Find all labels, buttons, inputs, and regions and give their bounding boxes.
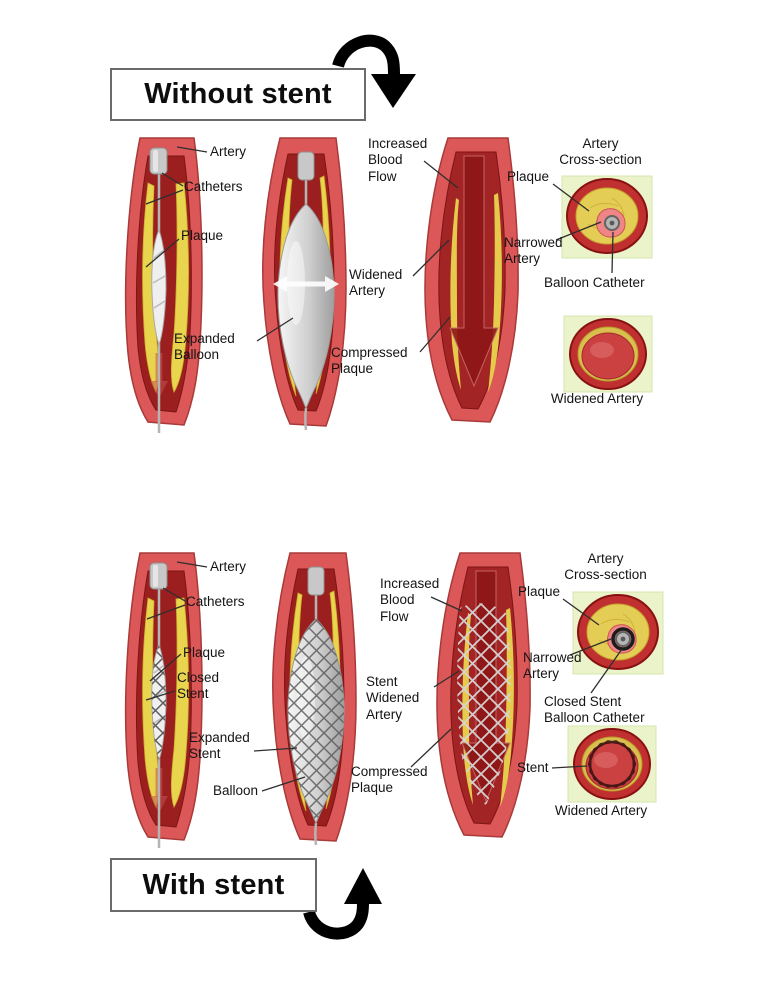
- label-artery: Artery: [210, 144, 247, 159]
- label-catheters: Catheters: [184, 179, 243, 194]
- without-stent-title: Without stent: [110, 68, 366, 121]
- label-catheters-2: Catheters: [186, 594, 245, 609]
- label-increased-blood-flow-2: Increased Blood Flow: [380, 576, 440, 624]
- label-narrowed-artery-2: Narrowed Artery: [523, 650, 582, 682]
- label-increased-blood-flow: Increased Blood Flow: [368, 136, 428, 184]
- label-closed-stent-balloon-catheter: Closed Stent Balloon Catheter: [544, 694, 645, 726]
- leader-lines-without: [145, 146, 614, 353]
- widened-cross-section-stent: [567, 725, 657, 803]
- widened-artery-illustration: [424, 137, 519, 423]
- label-balloon-catheter: Balloon Catheter: [544, 275, 645, 290]
- label-expanded-balloon: Expanded Balloon: [174, 331, 235, 363]
- with-stent-title: With stent: [110, 858, 317, 912]
- label-widened-artery-caption: Widened Artery: [550, 391, 644, 406]
- label-closed-stent: Closed Stent: [177, 670, 220, 702]
- expanded-stent-mesh: [287, 619, 345, 823]
- label-cross-section-title-2: Artery Cross-section: [564, 551, 647, 583]
- label-expanded-stent: Expanded Stent: [189, 730, 250, 762]
- curved-arrow-down-icon: [332, 34, 416, 108]
- closed-stent-ring: [611, 627, 635, 651]
- with-stent-section-art: [126, 553, 664, 940]
- label-plaque-2: Plaque: [183, 645, 226, 660]
- label-compressed-plaque: Compressed Plaque: [331, 345, 408, 377]
- label-cs-plaque: Plaque: [507, 169, 550, 184]
- label-plaque: Plaque: [181, 228, 224, 243]
- deployed-stent-mesh: [457, 603, 511, 805]
- label-balloon: Balloon: [213, 783, 259, 798]
- label-stent: Stent: [517, 760, 549, 775]
- label-compressed-plaque-2: Compressed Plaque: [351, 764, 428, 796]
- label-narrowed-artery: Narrowed Artery: [504, 235, 563, 267]
- widened-cross-section: [563, 315, 653, 393]
- without-stent-section-art: [126, 34, 653, 433]
- closed-stent-mesh: [151, 645, 166, 760]
- balloon-expansion-arrow: [273, 276, 339, 292]
- label-widened-artery-caption-2: Widened Artery: [554, 803, 648, 818]
- label-widened-artery: Widened Artery: [349, 267, 403, 299]
- stent-lattice-ring: [587, 740, 637, 788]
- label-stent-widened-artery: Stent Widened Artery: [366, 674, 420, 722]
- label-cs-plaque-2: Plaque: [518, 584, 561, 599]
- leader-lines-with: [145, 561, 623, 792]
- curved-arrow-up-icon: [303, 868, 382, 940]
- label-artery-2: Artery: [210, 559, 247, 574]
- narrowed-cross-section-stent: [572, 591, 664, 675]
- narrowed-cross-section: [561, 175, 653, 259]
- label-cross-section-title: Artery Cross-section: [559, 136, 642, 168]
